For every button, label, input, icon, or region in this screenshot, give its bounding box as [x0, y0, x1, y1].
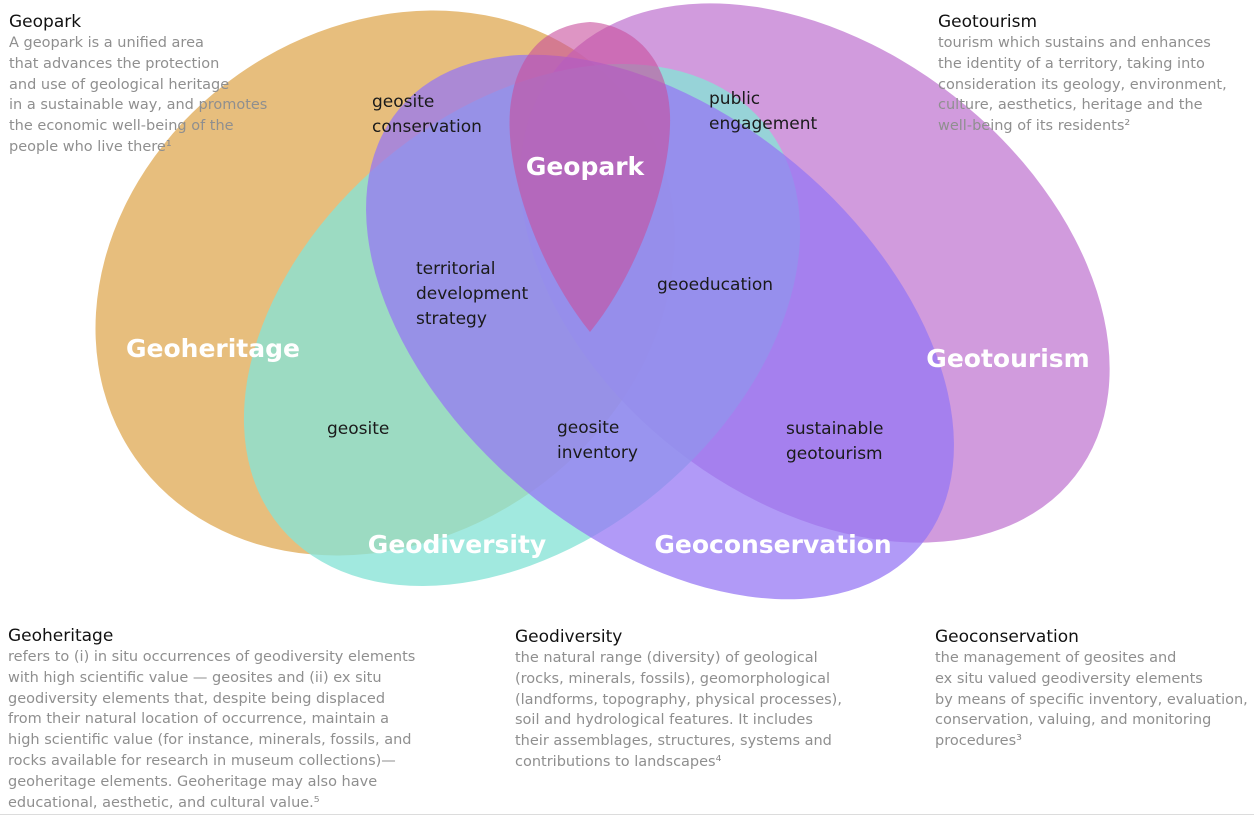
- desc-title-geoheritage: Geoheritage: [8, 626, 114, 646]
- region-geosite-conservation: geosite conservation: [372, 92, 482, 137]
- set-label-geopark: Geopark: [526, 152, 646, 181]
- desc-title-geodiversity: Geodiversity: [515, 627, 623, 647]
- desc-block-geodiversity: Geodiversity the natural range (diversit…: [515, 626, 850, 773]
- set-label-geoconservation: Geoconservation: [654, 530, 891, 559]
- region-territorial-development-strategy: territorial development strategy: [416, 259, 534, 329]
- desc-text-geotourism: tourism which sustains and enhances the …: [938, 35, 1227, 135]
- desc-text-geoheritage: refers to (i) in situ occurrences of geo…: [8, 649, 416, 811]
- desc-text-geoconservation: the management of geosites and ex situ v…: [935, 650, 1248, 750]
- desc-block-geopark: Geopark A geopark is a unified area that…: [9, 11, 339, 158]
- region-public-engagement: public engagement: [709, 89, 817, 134]
- bottom-divider: [0, 814, 1254, 815]
- desc-block-geoconservation: Geoconservation the management of geosit…: [935, 626, 1250, 752]
- desc-block-geoheritage: Geoheritage refers to (i) in situ occurr…: [8, 625, 438, 813]
- region-sustainable-geotourism: sustainable geotourism: [786, 419, 889, 464]
- desc-text-geodiversity: the natural range (diversity) of geologi…: [515, 650, 842, 770]
- desc-title-geoconservation: Geoconservation: [935, 627, 1079, 647]
- set-label-geoheritage: Geoheritage: [126, 334, 300, 363]
- desc-text-geopark: A geopark is a unified area that advance…: [9, 35, 268, 155]
- geopark-shape: [509, 22, 671, 332]
- set-label-geotourism: Geotourism: [926, 344, 1089, 373]
- region-geosite-inventory: geosite inventory: [557, 418, 638, 463]
- region-geosite: geosite: [327, 419, 389, 439]
- set-label-geodiversity: Geodiversity: [368, 530, 546, 559]
- desc-title-geopark: Geopark: [9, 12, 82, 32]
- desc-block-geotourism: Geotourism tourism which sustains and en…: [938, 11, 1248, 137]
- desc-title-geotourism: Geotourism: [938, 12, 1038, 32]
- region-geoeducation: geoeducation: [657, 275, 773, 295]
- geoconservation-ellipse: [366, 54, 954, 600]
